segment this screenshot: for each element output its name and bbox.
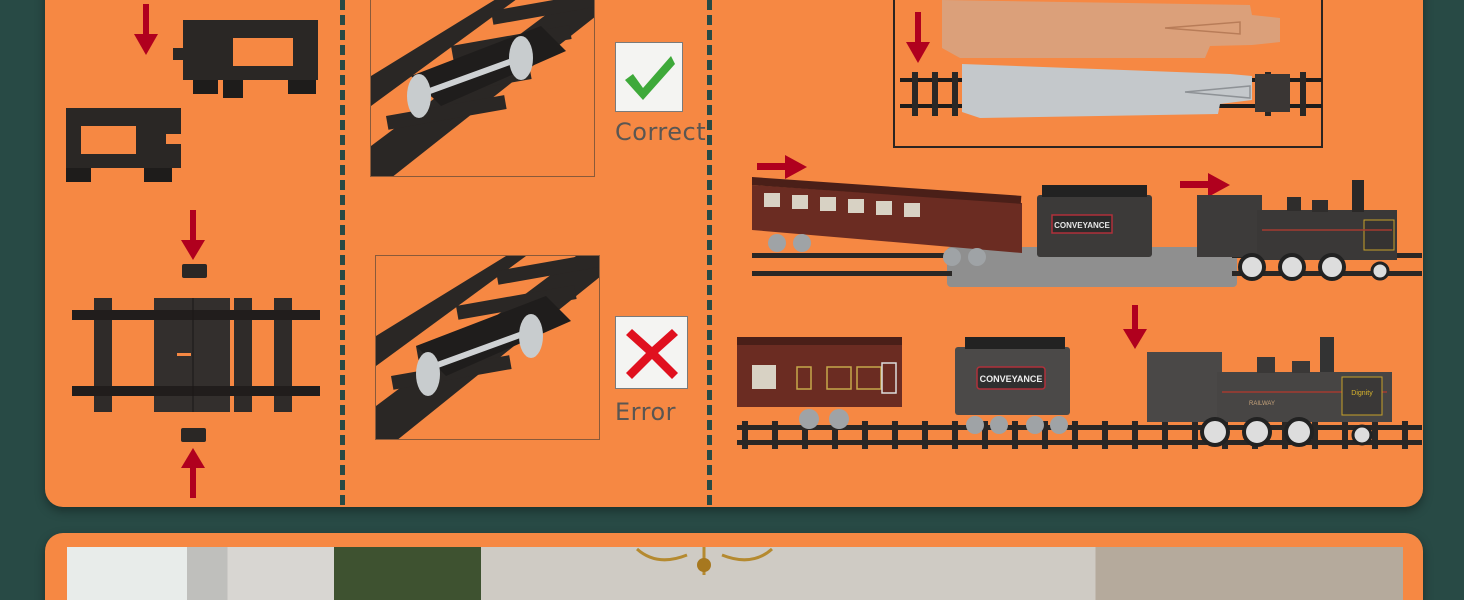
correct-label: Correct [615,118,707,146]
instructions-panel: Correct Error [45,0,1423,507]
tender-brand-text: CONVEYANCE [980,374,1043,384]
locomotive-side-text: RAILWAY [1249,401,1275,407]
section-divider [707,0,712,505]
arrow-down-icon [134,4,158,55]
room-photo-panel [45,533,1423,600]
steam-locomotive: Dignity RAILWAY [1147,337,1392,447]
train-placement-section: CONVEYANCE [712,0,1423,505]
passenger-car [752,185,1022,253]
connector-clip-top [182,264,207,278]
tender-car: CONVEYANCE [1037,185,1152,257]
train-rolling-onto-track-image: CONVEYANCE [752,177,1422,287]
tender-brand-text: CONVEYANCE [1054,221,1110,230]
error-wheel-image [375,255,600,440]
section-divider [340,0,345,505]
room-interior-photo [67,547,1403,600]
locomotive-plate-text: Dignity [1351,390,1373,397]
arrow-right-icon [757,155,807,179]
wheel-placement-section: Correct Error [345,0,707,505]
track-piece-lower-icon [66,108,194,182]
error-label: Error [615,398,676,426]
check-icon [625,56,675,100]
track-with-ramp-icon [900,64,1322,118]
rerailer-ramp-image [893,0,1323,148]
passenger-car [737,337,902,429]
track-piece-upper-icon [173,20,318,98]
tender-car: CONVEYANCE [955,337,1070,434]
error-badge [615,316,688,389]
correct-wheel-image [370,0,595,177]
track-assembly-section [45,0,340,505]
chandelier-icon [635,547,774,575]
ramp-overlay-icon [942,0,1280,58]
correct-badge [615,42,683,112]
steam-locomotive [1197,180,1397,281]
x-icon [625,328,678,379]
connected-track-icon [72,298,320,412]
arrow-right-icon [1180,173,1230,197]
arrow-down-icon [906,12,930,63]
train-on-track-image: CONVEYANCE Dignity RAILWAY [737,337,1422,449]
connector-clip-bottom [181,428,206,442]
arrow-down-icon [1123,305,1147,349]
arrow-up-icon [181,448,205,498]
arrow-down-icon [181,210,205,260]
